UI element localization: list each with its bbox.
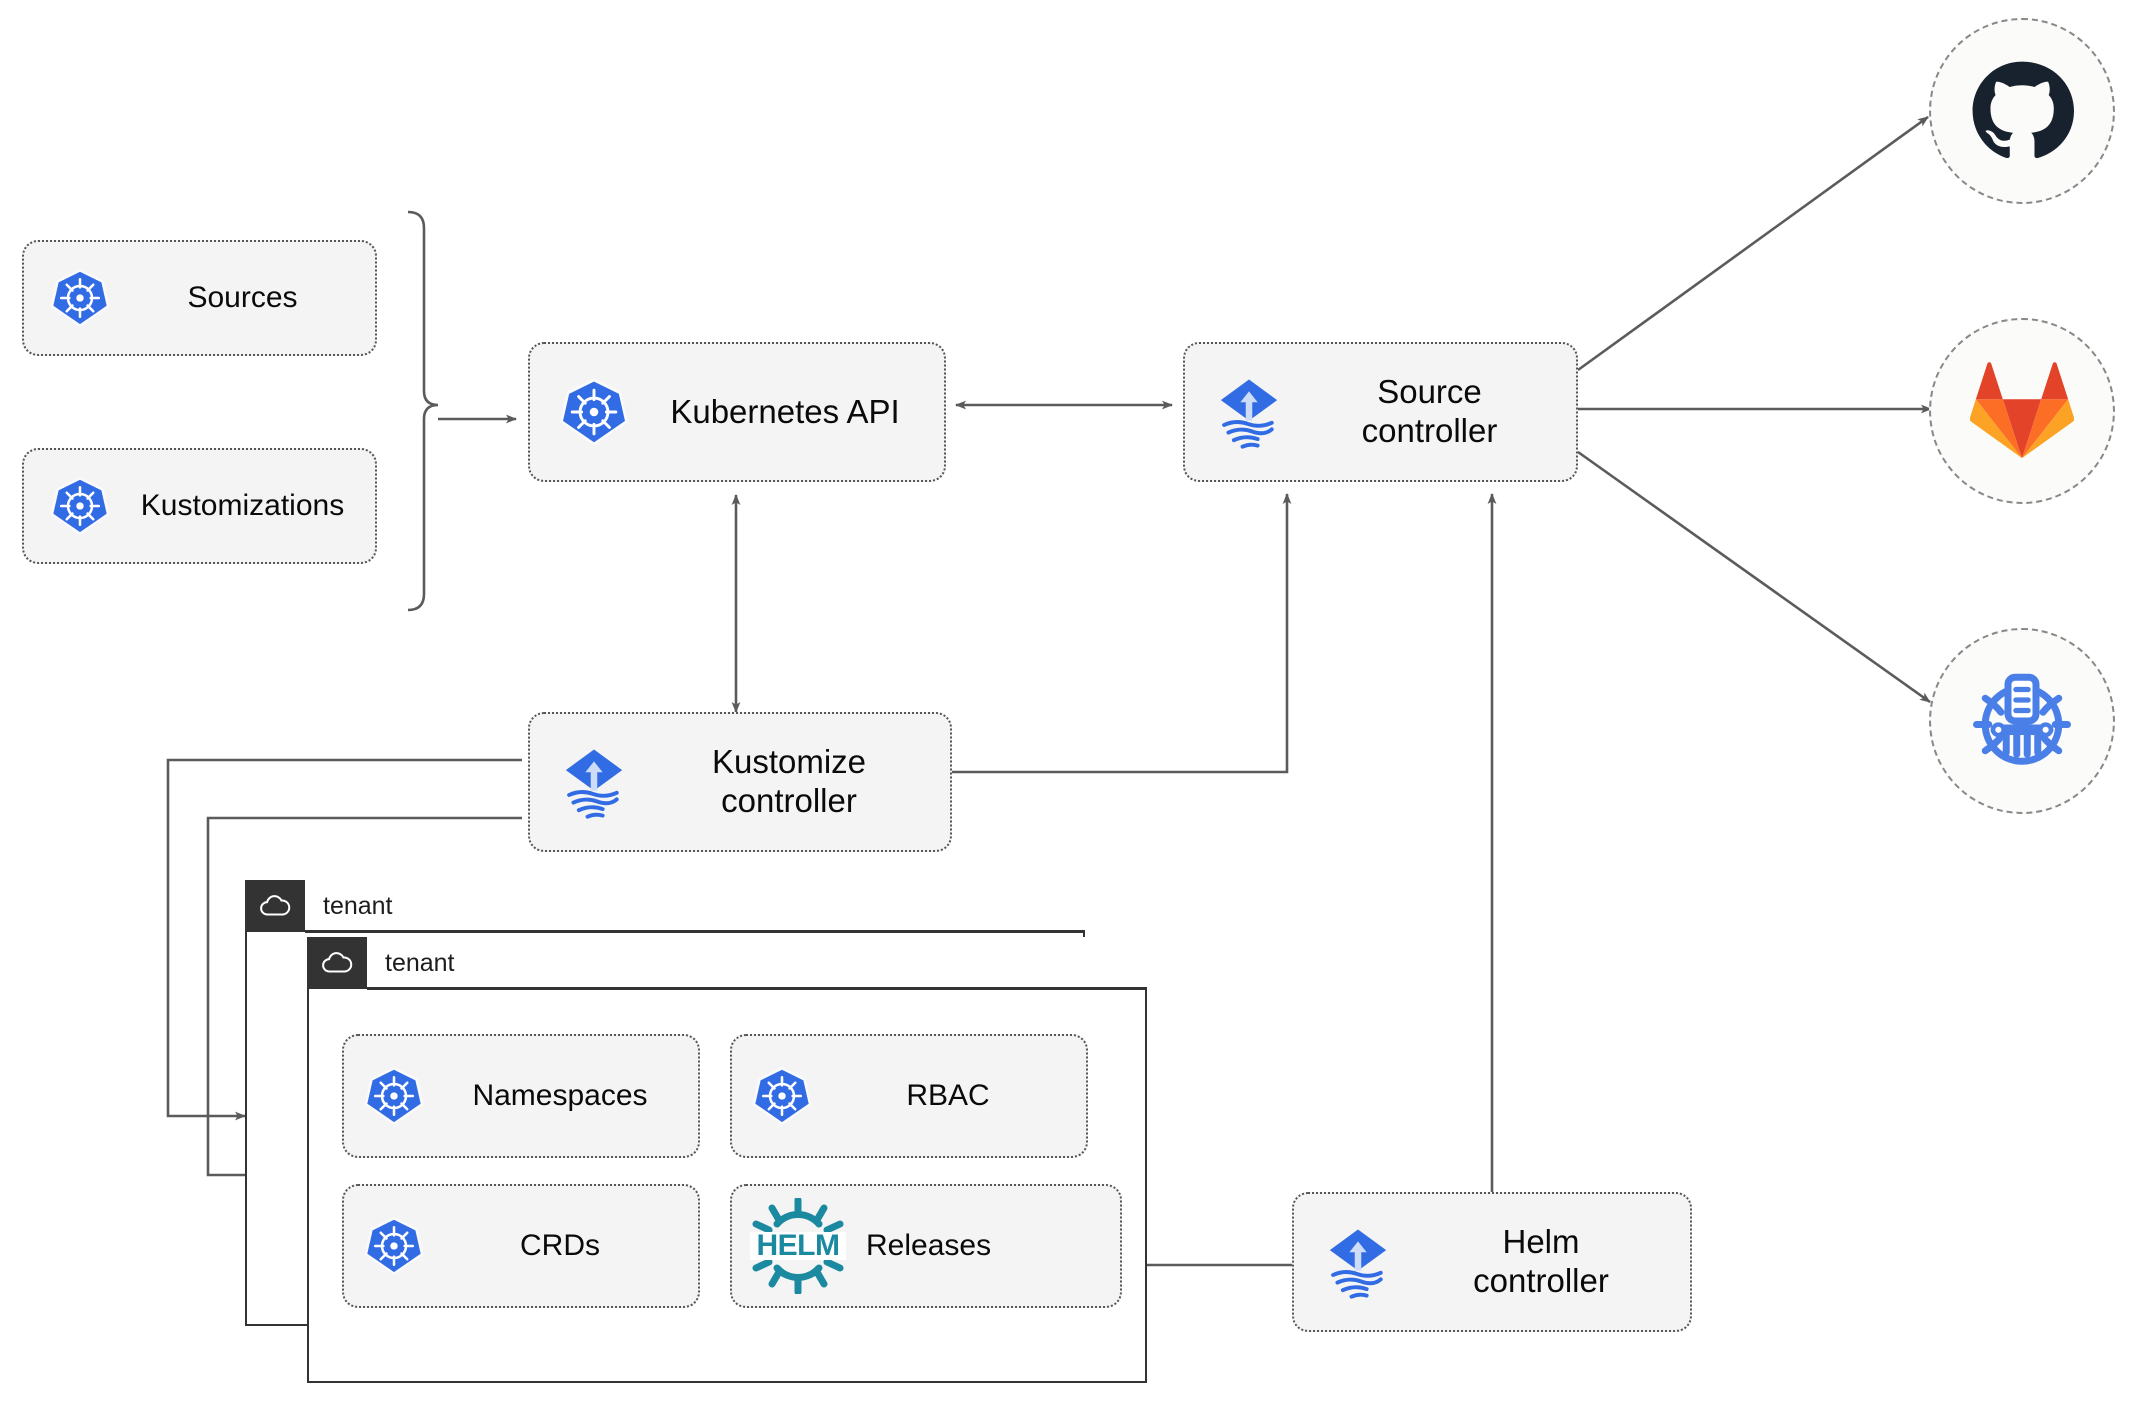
tenant-resource-namespaces-label: Namespaces (472, 1079, 648, 1113)
tenant-resource-crds-label: CRDs (520, 1229, 600, 1263)
cloud-icon (260, 895, 291, 916)
tenant-resource-rbac[interactable]: RBAC (730, 1034, 1088, 1158)
tenant-resource-releases-label: Releases (866, 1229, 992, 1263)
flux-icon (546, 743, 642, 821)
kubernetes-icon (548, 376, 640, 448)
kubernetes-icon (40, 267, 120, 329)
kubernetes-icon (356, 1215, 432, 1277)
resource-kustomizations-label: Kustomizations (140, 489, 345, 523)
kubernetes-icon (744, 1065, 820, 1127)
tenant-front-divider (367, 987, 1147, 990)
edge-kustomize-to-source (952, 493, 1292, 774)
helm-icon: HELM (744, 1198, 852, 1294)
external-source-bucket[interactable] (1929, 628, 2115, 814)
resource-kustomizations[interactable]: Kustomizations (22, 448, 377, 564)
tenant-resource-namespaces[interactable]: Namespaces (342, 1034, 700, 1158)
bucket-icon (1973, 673, 2071, 765)
kubernetes-icon (40, 475, 120, 537)
node-kustomize-controller[interactable]: Kustomize controller (528, 712, 952, 852)
svg-text:HELM: HELM (757, 1229, 840, 1262)
github-icon (1972, 61, 2074, 159)
cloud-icon (322, 952, 353, 973)
resource-sources[interactable]: Sources (22, 240, 377, 356)
tenant-resource-releases[interactable]: HELM Releases (730, 1184, 1122, 1308)
tenant-back-label: tenant (305, 880, 1085, 932)
edge-source-to-bucket (1577, 450, 1931, 704)
node-kustomize-controller-label: Kustomize controller (711, 743, 867, 819)
tenant-resource-rbac-label: RBAC (906, 1079, 990, 1113)
tenant-box-front (307, 937, 1147, 1383)
tenant-back-tab-icon (245, 880, 305, 932)
node-kubernetes-api[interactable]: Kubernetes API (528, 342, 946, 482)
edge-source-to-github (1577, 115, 1929, 372)
tenant-resource-crds[interactable]: CRDs (342, 1184, 700, 1308)
tenant-back-divider (305, 930, 1085, 933)
node-helm-controller[interactable]: Helm controller (1292, 1192, 1692, 1332)
external-source-gitlab[interactable] (1929, 318, 2115, 504)
flux-icon (1201, 373, 1297, 451)
node-helm-controller-label: Helm controller (1473, 1223, 1609, 1299)
tenant-front-label: tenant (367, 937, 1147, 989)
edge-resources-brace (407, 210, 439, 612)
tenant-front-tab-icon (307, 937, 367, 989)
resource-sources-label: Sources (187, 281, 298, 315)
node-kubernetes-api-label: Kubernetes API (670, 392, 900, 430)
kubernetes-icon (356, 1065, 432, 1127)
external-source-github[interactable] (1929, 18, 2115, 204)
flux-icon (1310, 1223, 1406, 1301)
node-source-controller-label: Source controller (1361, 373, 1498, 449)
node-source-controller[interactable]: Source controller (1183, 342, 1578, 482)
gitlab-icon (1970, 362, 2074, 459)
